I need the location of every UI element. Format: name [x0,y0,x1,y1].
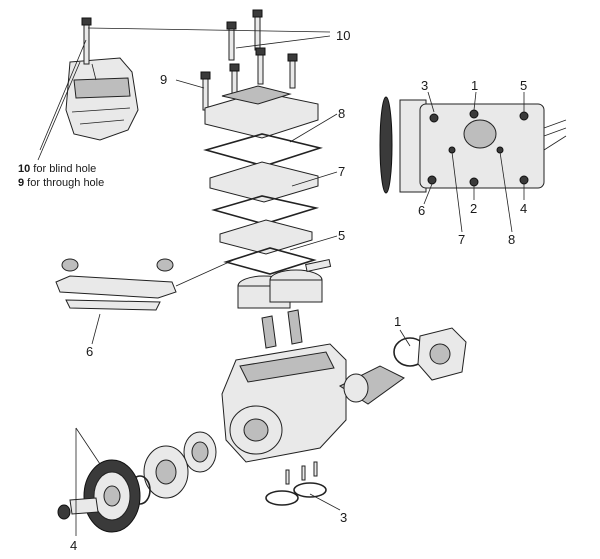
callout-3: 3 [340,510,347,525]
cylinder-head-side-view [65,57,139,141]
side-cover-and-gasket [55,258,177,311]
inset-callout-7: 7 [458,232,465,247]
blind-hole-note: 10 for blind hole [18,163,96,175]
bolt-notes: 10 for blind hole 9 for through hole [18,163,104,189]
callout-1: 1 [394,314,401,329]
callout-7: 7 [338,164,345,179]
leader-lines [37,27,567,536]
head-top-view-inset [379,96,545,194]
inset-callout-8: 8 [508,232,515,247]
inset-callout-1: 1 [471,78,478,93]
head-bolts [81,9,298,111]
callout-10: 10 [336,28,350,43]
inset-callout-4: 4 [520,201,527,216]
callout-labels: 10 9 8 7 5 6 1 4 3 3 1 5 6 2 4 7 8 [70,28,527,553]
callout-8: 8 [338,106,345,121]
inset-callout-2: 2 [470,201,477,216]
callout-6: 6 [86,344,93,359]
crankshaft-and-rear-cover [338,327,467,405]
drive-gear-stack [57,431,217,533]
inset-callout-5: 5 [520,78,527,93]
through-hole-note: 9 for through hole [18,177,104,189]
connecting-rods [261,309,303,349]
bottom-seals [265,461,327,506]
inset-callout-6: 6 [418,203,425,218]
callout-4: 4 [70,538,77,553]
callout-9: 9 [160,72,167,87]
callout-5: 5 [338,228,345,243]
pistons [237,258,332,309]
crankcase [221,343,347,463]
inset-callout-3: 3 [421,78,428,93]
valve-plate-stack [203,85,323,275]
